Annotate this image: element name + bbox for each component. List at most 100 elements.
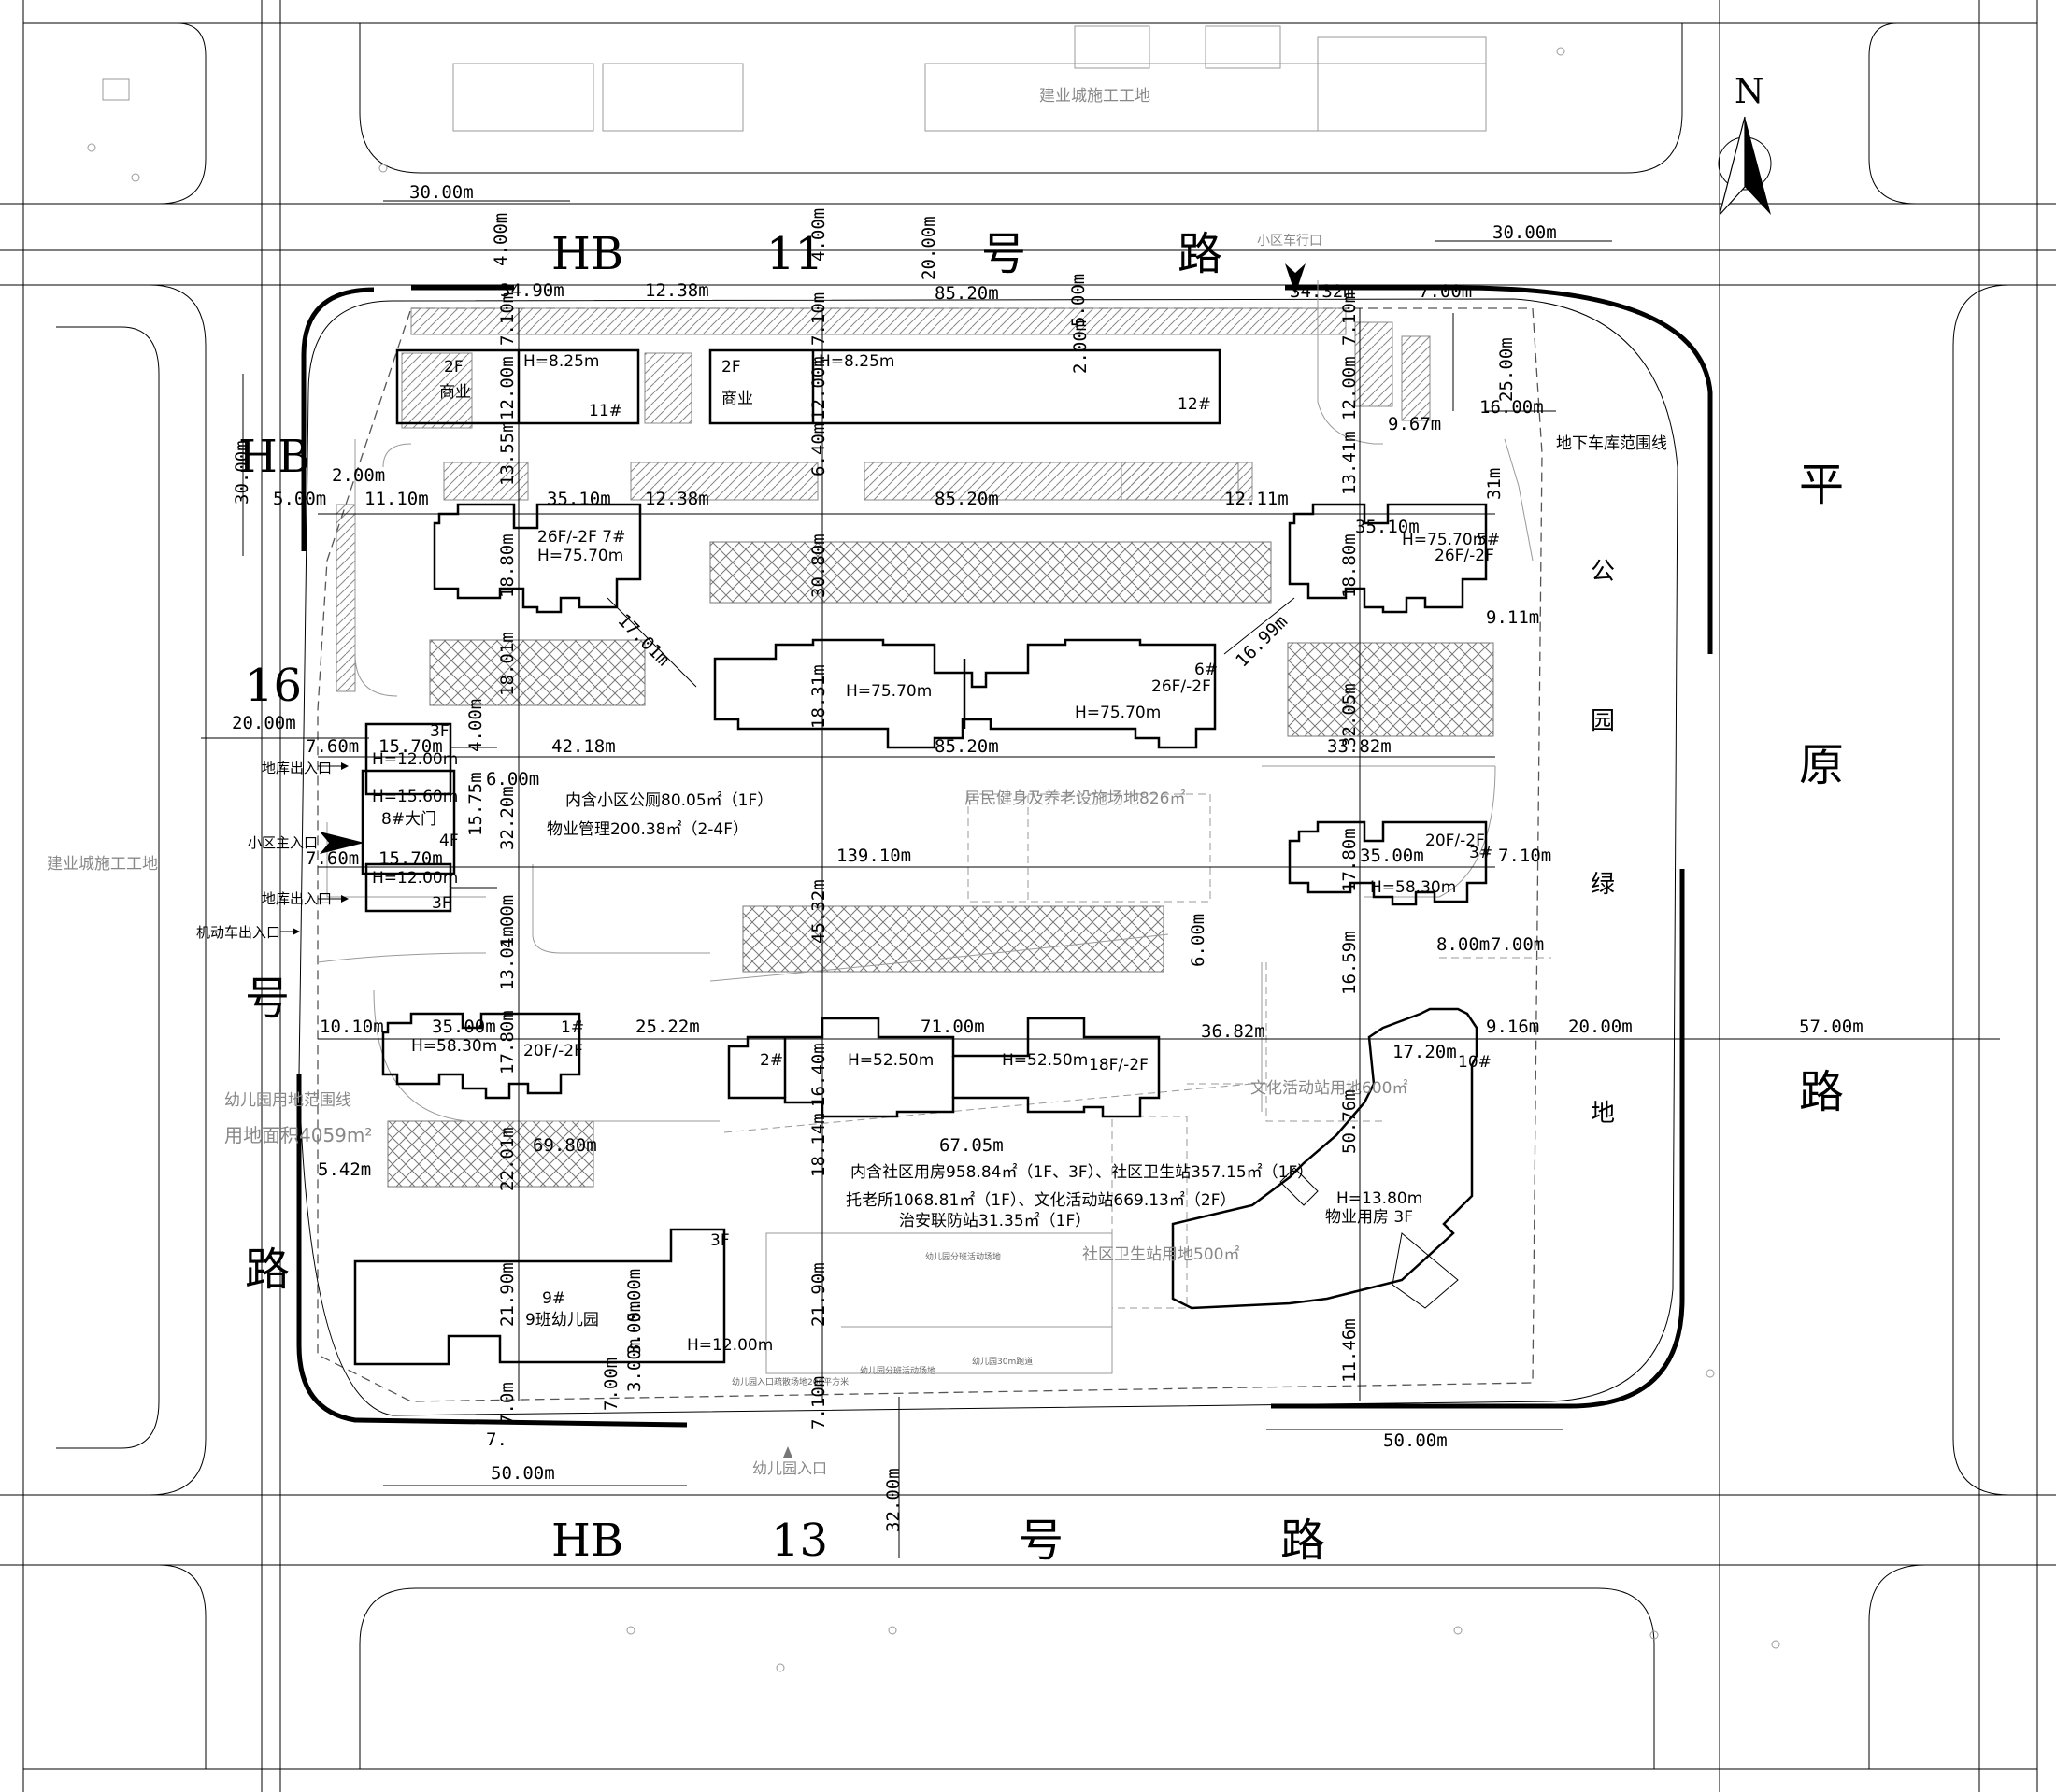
- vdim-18-31: 18.31m: [808, 664, 829, 729]
- b1-floors: 20F/-2F: [523, 1042, 583, 1060]
- label-kg-play-a: 幼儿园分班活动场地: [925, 1251, 1001, 1262]
- building-2-note: 内含社区用房958.84㎡（1F、3F）、社区卫生站357.15㎡（1F） 托老…: [846, 1163, 1313, 1230]
- vdim-45-32: 45.32m: [808, 879, 829, 944]
- dim-50-00b: 50.00m: [1383, 1430, 1448, 1451]
- b6-id: 6#: [1194, 661, 1218, 679]
- b6-floors: 26F/-2F: [1151, 677, 1211, 696]
- b1-height: H=58.30m: [411, 1037, 497, 1056]
- building-5: H=75.70m 5# 26F/-2F: [1288, 503, 1500, 614]
- road-north-prefix: HB: [551, 228, 623, 280]
- b5-floors: 26F/-2F: [1435, 547, 1494, 565]
- dim-17-20: 17.20m: [1392, 1042, 1457, 1062]
- dim-57-00: 57.00m: [1799, 1017, 1863, 1037]
- dim-71-00: 71.00m: [921, 1017, 985, 1037]
- dim-9-16: 9.16m: [1486, 1017, 1539, 1037]
- site-boundary: [296, 285, 1713, 1428]
- label-vehicle-entrance-north: 小区车行口: [1257, 233, 1322, 249]
- road-west-hao: 号: [245, 973, 290, 1025]
- building-12: 2F 商业 H=8.25m 12#: [708, 348, 1221, 425]
- vdim-17-80b: 17.80m: [497, 1010, 518, 1074]
- vdim-13-41: 13.41m: [1339, 431, 1360, 495]
- label-park-di: 地: [1591, 1100, 1615, 1128]
- dim-25-22: 25.22m: [635, 1017, 700, 1037]
- vdim-13-55: 13.55m: [497, 421, 518, 486]
- vdim-12-00b: 12.00m: [808, 356, 829, 420]
- building-8-note: 内含小区公厕80.05㎡（1F） 物业管理200.38㎡（2-4F）: [547, 791, 773, 839]
- dim-8-00: 8.00m: [1436, 934, 1490, 955]
- b12-floors: 2F: [721, 358, 741, 377]
- b9-floors: 3F: [710, 1231, 730, 1250]
- b12-height: H=8.25m: [819, 352, 894, 371]
- b9-id: 9#: [542, 1289, 565, 1308]
- road-north-lu: 路: [1178, 228, 1222, 280]
- dim-34-32: 34.32m: [1290, 281, 1354, 302]
- b12-id: 12#: [1178, 395, 1211, 414]
- building-1: H=58.30m 1# 20F/-2F: [381, 1012, 584, 1100]
- label-park-yuan: 园: [1591, 707, 1615, 735]
- dim-69-80: 69.80m: [533, 1135, 597, 1156]
- vdim-2-00: 2.00m: [1070, 320, 1091, 374]
- b3-floors: 20F/-2F: [1425, 832, 1485, 850]
- vdim-6-40: 6.40m: [808, 423, 829, 476]
- dim-15-70a: 15.70m: [378, 736, 443, 757]
- b7-height: H=75.70m: [537, 547, 623, 565]
- vdim-12-00c: 12.00m: [1339, 356, 1360, 420]
- b11-use: 商业: [439, 383, 471, 402]
- label-construction-north: 建业城施工工地: [1039, 87, 1150, 106]
- road-west-number: 16: [245, 660, 302, 712]
- b5-id: 5#: [1477, 531, 1500, 549]
- b11-id: 11#: [589, 402, 622, 420]
- vdim-6-00: 6.00m: [1188, 914, 1208, 967]
- dim-9-11: 9.11m: [1486, 607, 1539, 628]
- dim-20-00w: 20.00m: [232, 713, 296, 733]
- dim-12-38a: 12.38m: [645, 280, 709, 301]
- dim-5-42: 5.42m: [318, 1159, 371, 1180]
- dim-35-00b: 35.00m: [432, 1017, 496, 1037]
- dim-16-00: 16.00m: [1479, 397, 1544, 418]
- road-east-ping: 平: [1799, 459, 1844, 511]
- vdim-31: 31m: [1484, 468, 1505, 500]
- label-kg-gate-area: 幼儿园入口疏散场地206平方米: [732, 1376, 849, 1387]
- b1-id: 1#: [561, 1018, 584, 1037]
- dim-67-05: 67.05m: [939, 1135, 1004, 1156]
- vdim-18-01: 18.01m: [497, 632, 518, 696]
- vdim-4-00a: 4.00m: [491, 213, 511, 266]
- label-park-lv: 绿: [1591, 871, 1615, 899]
- vdim-32-00: 32.00m: [883, 1468, 904, 1532]
- dim-7-00a: 7.00m: [1419, 281, 1472, 302]
- vdim-50-76: 50.76m: [1339, 1089, 1360, 1154]
- label-kg-play-b: 幼儿园分班活动场地: [860, 1365, 935, 1376]
- b12-use: 商业: [721, 390, 753, 408]
- dim-35-10b: 35.10m: [1355, 517, 1420, 537]
- b2-note-community: 内含社区用房958.84㎡（1F、3F）、社区卫生站357.15㎡（1F）: [850, 1163, 1313, 1182]
- road-east-lu: 路: [1799, 1066, 1844, 1118]
- dim-top-road-w2: 30.00m: [1492, 222, 1557, 243]
- dim-11-10: 11.10m: [364, 489, 429, 509]
- label-construction-west: 建业城施工工地: [47, 855, 158, 874]
- b10-id: 10#: [1458, 1053, 1492, 1072]
- dim-7-10: 7.10m: [1498, 846, 1551, 866]
- vdim-25-00: 25.00m: [1496, 337, 1517, 402]
- road-north-hao: 号: [981, 228, 1026, 280]
- b2-id: 2#: [760, 1051, 783, 1070]
- dimension-lines: [201, 200, 2000, 1558]
- building-10: 10# H=13.80m 物业用房 3F: [1171, 1007, 1492, 1310]
- dim-7-b: 7.: [486, 1429, 507, 1450]
- vdim-30-00: 30.00m: [232, 440, 252, 505]
- vdim-7-10c: 7.10m: [1339, 292, 1360, 346]
- b6-height-b: H=75.70m: [1075, 704, 1161, 722]
- b2-floors: 18F/-2F: [1089, 1056, 1149, 1074]
- dim-9-67: 9.67m: [1388, 414, 1441, 434]
- b11-height: H=8.25m: [523, 352, 599, 371]
- b6-height-a: H=75.70m: [846, 682, 932, 701]
- vdim-7-10d: 7.10m: [808, 1376, 829, 1429]
- vdim-15-75: 15.75m: [465, 772, 486, 836]
- building-2: 2# H=52.50m H=52.50m 18F/-2F: [727, 1017, 1161, 1118]
- label-kindergarten-entrance: 幼儿园入口: [752, 1459, 827, 1477]
- vdim-17-80a: 17.80m: [1339, 828, 1360, 892]
- vdim-16-59: 16.59m: [1339, 931, 1360, 995]
- b8-name: 8#大门: [381, 810, 436, 829]
- dim-2-00m: 2.00m: [332, 465, 385, 486]
- vdim-7-10b: 7.10m: [808, 292, 829, 346]
